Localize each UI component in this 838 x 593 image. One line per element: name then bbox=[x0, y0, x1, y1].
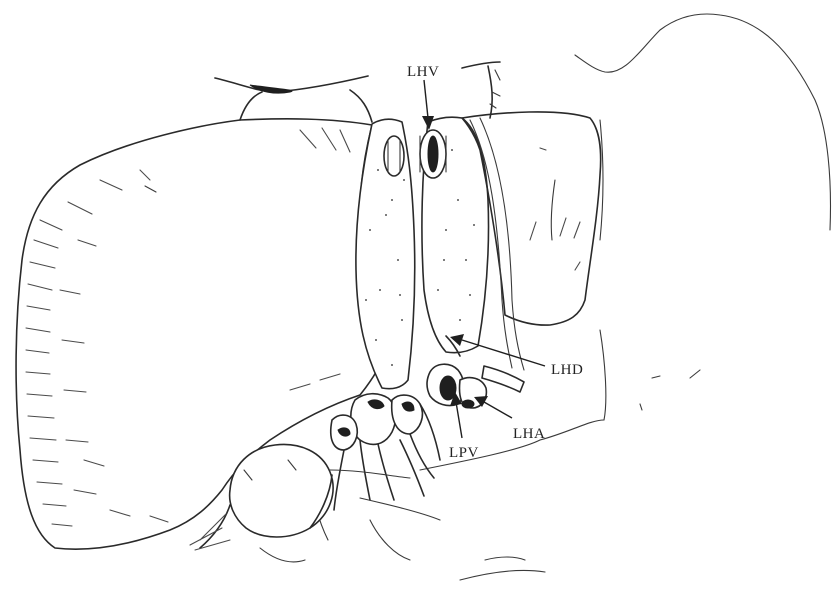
lhd-arrow bbox=[450, 334, 545, 366]
hilar-structures bbox=[310, 336, 524, 560]
lhv-stump bbox=[420, 130, 446, 178]
lhv-label: LHV bbox=[407, 64, 439, 80]
lpv-label: LPV bbox=[449, 445, 479, 461]
left-lobe bbox=[422, 62, 601, 370]
lhd-label: LHD bbox=[551, 362, 583, 378]
gallbladder bbox=[190, 444, 333, 550]
lha-label: LHA bbox=[513, 426, 545, 442]
transection-surface-right bbox=[356, 119, 415, 389]
falciform-ligament bbox=[215, 76, 372, 122]
lhv-arrow bbox=[422, 80, 434, 130]
lha-arrow bbox=[474, 396, 512, 418]
stomach-contour bbox=[420, 14, 830, 580]
